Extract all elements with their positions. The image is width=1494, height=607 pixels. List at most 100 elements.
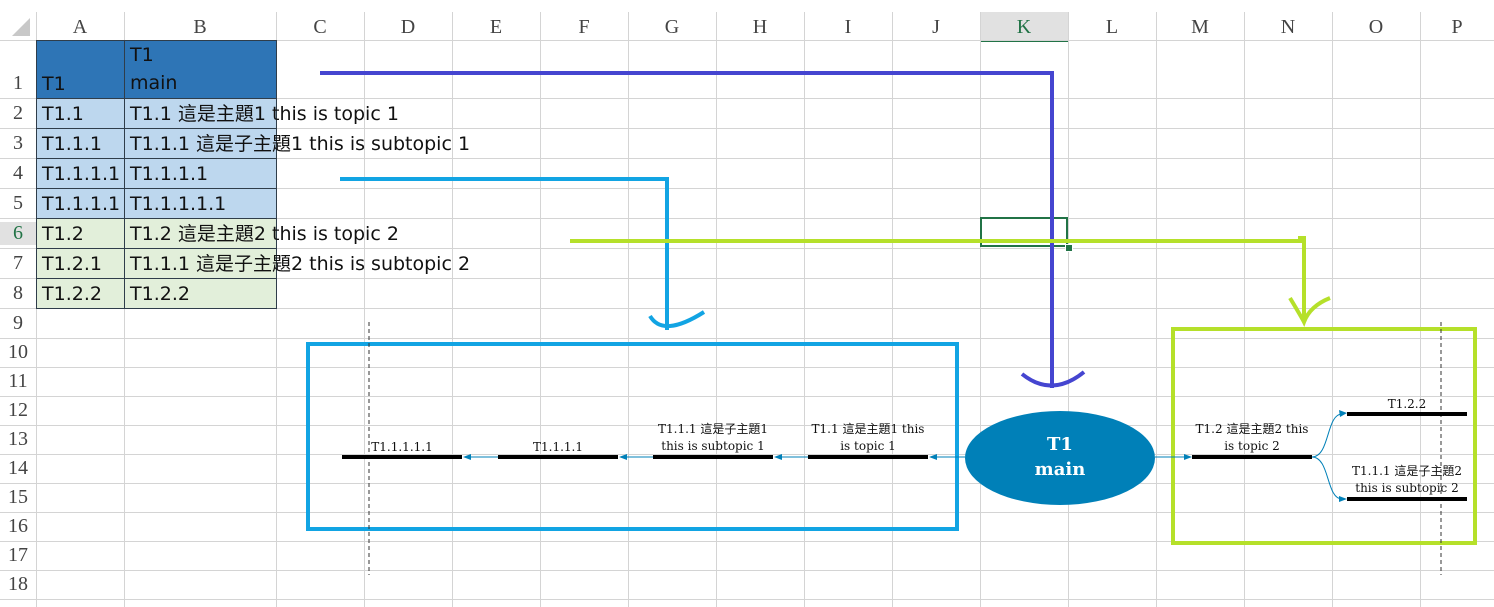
gridline <box>0 599 1494 600</box>
row-header-7[interactable]: 7 <box>13 252 23 274</box>
row-header-10[interactable]: 10 <box>8 341 28 363</box>
branch-connector-curve-up <box>1311 413 1343 458</box>
cell-b5[interactable]: T1.1.1.1.1 <box>124 188 277 219</box>
gridline <box>0 512 1494 513</box>
gridline <box>0 367 1494 368</box>
column-header-c[interactable]: C <box>276 12 364 40</box>
topic2-connector-arrow <box>570 239 1306 320</box>
row-header-5[interactable]: 5 <box>13 192 23 214</box>
column-header-m[interactable]: M <box>1156 12 1244 40</box>
gridline <box>0 454 1494 455</box>
column-header-n[interactable]: N <box>1244 12 1332 40</box>
row-header-1[interactable]: 1 <box>13 72 23 94</box>
gridline <box>804 12 805 607</box>
row-header-2[interactable]: 2 <box>13 102 23 124</box>
gridline <box>0 396 1494 397</box>
cell-a8[interactable]: T1.2.2 <box>36 278 125 309</box>
central-topic-line2: main <box>1035 459 1086 480</box>
gridline <box>980 12 981 607</box>
node-label-t1-1-1-1-1: T1.1.1.1.1 <box>371 440 432 454</box>
gridline <box>0 98 1494 99</box>
node-label-t1-1-line2: is topic 1 <box>840 439 896 453</box>
gridline <box>0 308 1494 309</box>
column-header-o[interactable]: O <box>1332 12 1420 40</box>
column-header-g[interactable]: G <box>628 12 716 40</box>
gridline <box>0 188 1494 189</box>
branch-arrowhead <box>1339 410 1347 417</box>
gridline <box>0 158 1494 159</box>
node-label-t1-1-1-1: T1.1.1.1 <box>533 440 583 454</box>
gridline <box>0 338 1494 339</box>
gridline <box>1068 12 1069 607</box>
gridline <box>1332 12 1333 607</box>
column-header-e[interactable]: E <box>452 12 540 40</box>
gridline <box>0 541 1494 542</box>
gridline <box>716 12 717 607</box>
column-header-f[interactable]: F <box>540 12 628 40</box>
cell-a1[interactable]: T1 <box>36 40 125 99</box>
node-label-t1-2-1-line1: T1.1.1 這是子主題2 <box>1352 463 1462 478</box>
column-header-k[interactable]: K <box>980 12 1068 42</box>
gridline <box>36 12 37 607</box>
topic1-connector-arrow <box>340 177 669 330</box>
topic2-arrowhead <box>1288 296 1331 327</box>
gridline <box>276 12 277 607</box>
topic1-arrowhead <box>648 310 706 329</box>
column-header-a[interactable]: A <box>36 12 124 40</box>
cell-a7[interactable]: T1.2.1 <box>36 248 125 279</box>
row-header-3[interactable]: 3 <box>13 132 23 154</box>
branch-arrowhead <box>1184 454 1192 460</box>
row-header-18[interactable]: 18 <box>8 573 28 595</box>
topic2-frame <box>1171 327 1477 545</box>
cell-a6[interactable]: T1.2 <box>36 218 125 249</box>
column-header-j[interactable]: J <box>892 12 980 40</box>
gridline <box>628 12 629 607</box>
branch-arrowhead <box>463 454 471 460</box>
gridline <box>0 483 1494 484</box>
column-header-p[interactable]: P <box>1420 12 1494 40</box>
branch-connector-curve-down <box>1311 456 1343 500</box>
node-label-t1-1-line1: T1.1 這是主題1 this <box>812 421 925 436</box>
cell-b8[interactable]: T1.2.2 <box>124 278 277 309</box>
node-label-t1-2-2: T1.2.2 <box>1388 397 1427 411</box>
gridline <box>0 278 1494 279</box>
row-header-15[interactable]: 15 <box>8 486 28 508</box>
active-cell-selection[interactable] <box>980 217 1068 247</box>
row-header-12[interactable]: 12 <box>8 399 28 421</box>
row-header-4[interactable]: 4 <box>13 162 23 184</box>
column-header-h[interactable]: H <box>716 12 804 40</box>
branch-arrowhead <box>619 454 627 460</box>
row-header-8[interactable]: 8 <box>13 282 23 304</box>
gridline <box>452 12 453 607</box>
gridline <box>892 12 893 607</box>
gridline <box>0 218 1494 219</box>
gridline <box>0 40 1494 41</box>
central-topic-ellipse <box>965 411 1155 505</box>
main-arrowhead <box>1020 370 1086 388</box>
fill-handle[interactable] <box>1065 244 1073 252</box>
cell-b1-line1: T1 <box>130 44 154 66</box>
row-header-16[interactable]: 16 <box>8 515 28 537</box>
cell-b4[interactable]: T1.1.1.1 <box>124 158 277 189</box>
row-header-13[interactable]: 13 <box>8 428 28 450</box>
cell-b1[interactable]: T1 main <box>124 40 277 99</box>
cell-a5[interactable]: T1.1.1.1 <box>36 188 125 219</box>
row-header-9[interactable]: 9 <box>13 312 23 334</box>
topic1-frame <box>306 342 959 531</box>
column-header-l[interactable]: L <box>1068 12 1156 40</box>
row-header-11[interactable]: 11 <box>8 370 28 392</box>
gridline <box>0 570 1494 571</box>
node-label-t1-2-1-line2: this is subtopic 2 <box>1355 481 1458 495</box>
row-header-17[interactable]: 17 <box>8 544 28 566</box>
column-header-d[interactable]: D <box>364 12 452 40</box>
select-all-corner[interactable] <box>0 12 36 40</box>
column-header-b[interactable]: B <box>124 12 276 40</box>
central-topic-line1: T1 <box>1047 434 1073 455</box>
column-header-i[interactable]: I <box>804 12 892 40</box>
gridline <box>0 248 1494 249</box>
row-header-14[interactable]: 14 <box>8 457 28 479</box>
row-header-6[interactable]: 6 <box>0 222 36 245</box>
node-label-t1-2-line2: is topic 2 <box>1224 439 1280 453</box>
